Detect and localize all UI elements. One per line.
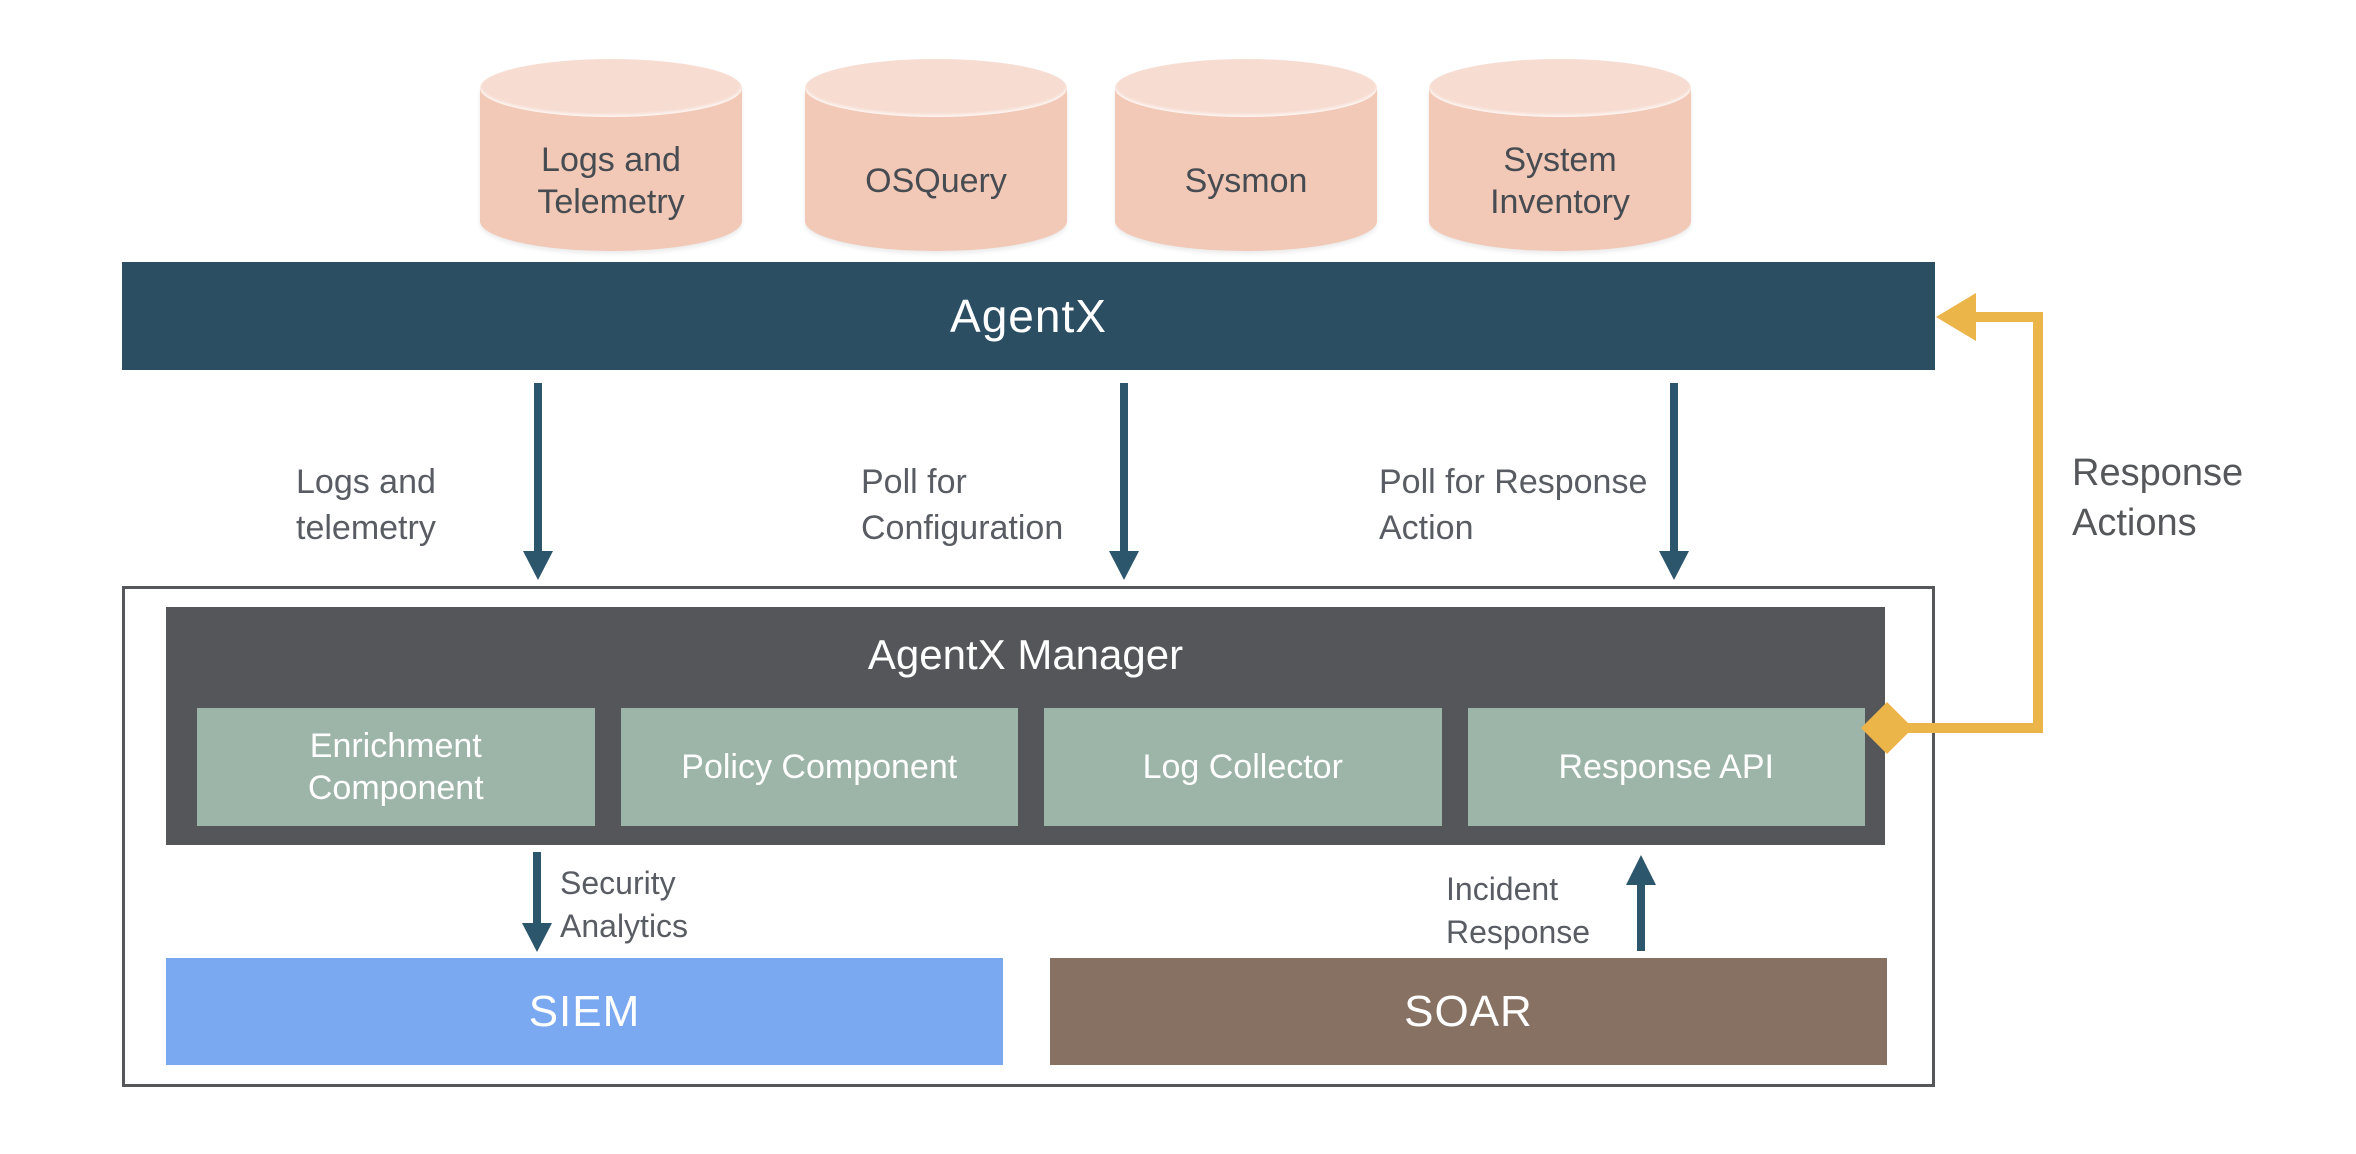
cylinder-label: Logs and Telemetry <box>537 140 685 222</box>
label-logs-and-telemetry: Logs and telemetry <box>296 463 436 547</box>
manager-component-row: Enrichment Component Policy Component Lo… <box>197 708 1865 826</box>
agentx-bar: AgentX <box>122 262 1935 370</box>
agentx-bar-label: AgentX <box>950 290 1107 342</box>
component-enrichment: Enrichment Component <box>197 708 595 826</box>
cylinder-system-inventory: System Inventory <box>1429 59 1691 251</box>
response-loop-arrowhead <box>1936 293 1976 341</box>
siem-box: SIEM <box>166 958 1003 1065</box>
label-poll-for-response-action: Poll for Response Action <box>1379 463 1648 547</box>
label-incident-response: Incident Response <box>1446 871 1591 951</box>
component-log-collector: Log Collector <box>1044 708 1442 826</box>
cylinder-osquery: OSQuery <box>805 59 1067 251</box>
cylinder-top-ellipse <box>1115 59 1377 117</box>
label-security-analytics: Security Analytics <box>560 865 689 945</box>
soar-label: SOAR <box>1404 986 1533 1036</box>
arrow-poll-configuration-down <box>1109 383 1139 580</box>
component-response-api: Response API <box>1467 708 1865 826</box>
soar-box: SOAR <box>1050 958 1887 1065</box>
component-policy: Policy Component <box>620 708 1018 826</box>
arrow-logs-telemetry-down <box>523 383 553 580</box>
cylinder-label: System Inventory <box>1490 140 1630 222</box>
agentx-manager-box: AgentX Manager Enrichment Component Poli… <box>166 607 1885 845</box>
siem-label: SIEM <box>528 986 641 1036</box>
label-poll-for-configuration: Poll for Configuration <box>861 463 1064 547</box>
agentx-manager-title: AgentX Manager <box>867 631 1184 678</box>
arrow-poll-response-down <box>1659 383 1689 580</box>
cylinder-sysmon: Sysmon <box>1115 59 1377 251</box>
cylinder-label: OSQuery <box>865 161 1007 200</box>
cylinder-top-ellipse <box>805 59 1067 117</box>
label-response-actions: Response Actions <box>2072 452 2244 545</box>
cylinder-top-ellipse <box>1429 59 1691 117</box>
manager-container-box <box>122 586 1935 1087</box>
cylinder-label: Sysmon <box>1184 161 1308 200</box>
cylinder-top-ellipse <box>480 59 742 117</box>
cylinder-logs-telemetry: Logs and Telemetry <box>480 59 742 251</box>
